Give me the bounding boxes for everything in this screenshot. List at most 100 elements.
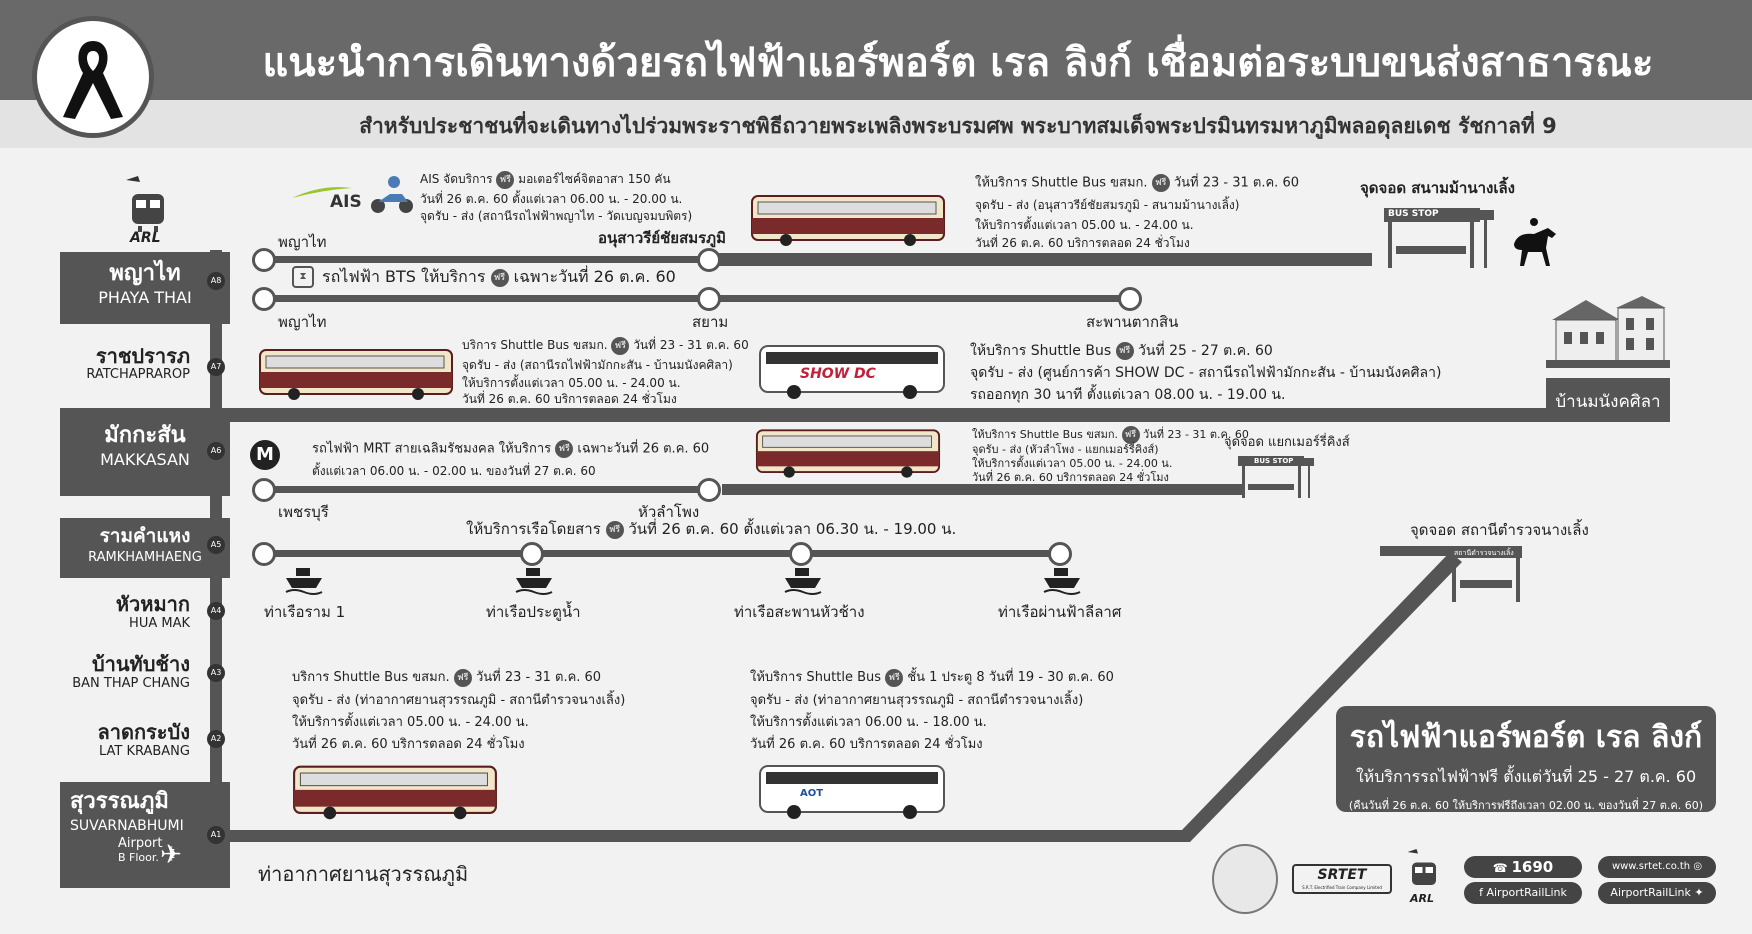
website-pill[interactable]: www.srtet.co.th ◎: [1598, 856, 1716, 878]
shuttle-ratchaprarop-1: บริการ Shuttle Bus ขสมก. ฟรี วันที่ 23 -…: [462, 336, 749, 355]
bmta-bus-makkasan: [755, 428, 941, 484]
node-pier-3: [789, 542, 813, 566]
ais-text-3: จุดรับ - ส่ง (สถานีรถไฟฟ้าพญาไท - วัดเบญ…: [420, 209, 693, 223]
station-ratchaprarop-th: ราชปรารภ: [95, 344, 190, 368]
manangkhasila-label-box: [1546, 378, 1670, 422]
station-banthapchang-en: BAN THAP CHANG: [72, 676, 190, 691]
mrt-logo-icon: M: [250, 440, 280, 470]
label-phayathai: พญาไท: [278, 233, 327, 251]
station-latkrabang-th: ลาดกระบัง: [97, 720, 190, 744]
free-badge: ฟรี: [1151, 174, 1170, 192]
boat-1a: ให้บริการเรือโดยสาร: [466, 520, 601, 538]
shuttle-ratchaprarop-3: ให้บริการตั้งแต่เวลา 05.00 น. - 24.00 น.: [462, 376, 681, 390]
sm-1a: ให้บริการ Shuttle Bus ขสมก.: [972, 428, 1119, 441]
free-badge: ฟรี: [555, 440, 574, 458]
hotline-number: 1690: [1511, 858, 1554, 876]
station-code-a8: A8: [207, 272, 225, 290]
pier-saphan-huachang: ท่าเรือสะพานหัวช้าง: [734, 603, 865, 621]
station-code-a2: A2: [207, 730, 225, 748]
airport-label: ท่าอากาศยานสุวรรณภูมิ: [258, 862, 469, 886]
aot-1a: ให้บริการ Shuttle Bus: [750, 670, 882, 685]
station-floor-label: B Floor.: [118, 851, 159, 864]
station-phayathai[interactable]: พญาไท PHAYA THAI: [60, 252, 230, 324]
boat-icon: [514, 566, 554, 600]
arl-logo-footer-icon: [1404, 846, 1444, 904]
stop-merrykings-label: จุดจอด แยกเมอร์รี่คิงส์: [1224, 435, 1350, 450]
bus-stop-icon: [1450, 546, 1524, 608]
facebook-text: AirportRailLink: [1486, 886, 1567, 899]
header-bar: [0, 0, 1752, 100]
bts-logo-icon: ⧗: [292, 266, 314, 288]
twitter-pill[interactable]: AirportRailLink ✦: [1598, 882, 1716, 904]
shuttle-airport-4: วันที่ 26 ต.ค. 60 บริการตลอด 24 ชั่วโมง: [292, 737, 525, 752]
station-code-a7: A7: [207, 358, 225, 376]
aot-bus: [758, 764, 948, 826]
srtet-logo-text: SRTET: [1317, 867, 1367, 883]
house-icon: [1546, 292, 1670, 372]
boat-icon: [284, 566, 324, 600]
arl-free-info-box: รถไฟฟ้าแอร์พอร์ต เรล ลิงก์ ให้บริการรถไฟ…: [1336, 706, 1716, 812]
arl-box-title: รถไฟฟ้าแอร์พอร์ต เรล ลิงก์: [1349, 720, 1703, 755]
station-name-th: สุวรรณภูมิ: [70, 789, 169, 814]
sr-1a: บริการ Shuttle Bus ขสมก.: [462, 338, 608, 352]
sr-1b: วันที่ 23 - 31 ต.ค. 60: [633, 338, 749, 352]
ais-logo: [292, 184, 364, 218]
free-badge: ฟรี: [1121, 426, 1140, 444]
station-code-a5: A5: [207, 536, 225, 554]
station-makkasan[interactable]: มักกะสัน MAKKASAN: [60, 408, 230, 496]
showdc-text-2: จุดรับ - ส่ง (ศูนย์การค้า SHOW DC - สถาน…: [970, 365, 1442, 381]
sm-1b: วันที่ 23 - 31 ต.ค. 60: [1143, 428, 1249, 441]
station-suvarnabhumi[interactable]: สุวรรณภูมิ SUVARNABHUMI Airport B Floor.: [60, 782, 230, 888]
showdc-1b: วันที่ 25 - 27 ต.ค. 60: [1138, 343, 1273, 359]
bmta-bus-ratchaprarop: [258, 348, 454, 406]
airplane-icon: ✈: [160, 840, 182, 870]
station-ramkhamhaeng[interactable]: รามคำแหง RAMKHAMHAENG: [60, 518, 230, 578]
stop-nangloeng-label: จุดจอด สนามม้านางเลิ้ง: [1360, 179, 1515, 197]
free-badge: ฟรี: [490, 268, 509, 287]
station-latkrabang-en: LAT KRABANG: [98, 744, 190, 759]
node-pier-2: [520, 542, 544, 566]
node-pier-1: [252, 542, 276, 566]
srtet-logo-sub: S.R.T. Electrified Train Company Limited: [1302, 885, 1382, 890]
pier-ram1: ท่าเรือราม 1: [264, 603, 346, 621]
shuttle-makkasan-2: จุดรับ - ส่ง (หัวลำโพง - แยกเมอร์รี่คิงส…: [972, 443, 1159, 456]
shuttle-ratchaprarop-2: จุดรับ - ส่ง (สถานีรถไฟฟ้ามักกะสัน - บ้า…: [462, 358, 733, 372]
shuttle-victory-text-1: ให้บริการ Shuttle Bus ขสมก. ฟรี วันที่ 2…: [975, 174, 1299, 193]
ais-text-1b: มอเตอร์ไซค์จิตอาสา 150 คัน: [518, 172, 671, 186]
free-badge: ฟรี: [885, 668, 904, 687]
shuttle-makkasan-1: ให้บริการ Shuttle Bus ขสมก. ฟรี วันที่ 2…: [972, 426, 1249, 444]
pier-phanfa: ท่าเรือผ่านฟ้าลีลาศ: [998, 603, 1122, 621]
ais-text-1a: AIS จัดบริการ: [420, 172, 493, 186]
facebook-pill[interactable]: f AirportRailLink: [1464, 882, 1582, 904]
boat-1b: วันที่ 26 ต.ค. 60 ตั้งแต่เวลา 06.30 น. -…: [628, 520, 957, 538]
shuttle-victory-1b: วันที่ 23 - 31 ต.ค. 60: [1173, 175, 1299, 191]
station-airport-label: Airport: [118, 836, 163, 851]
mrt-text-2: ตั้งแต่เวลา 06.00 น. - 02.00 น. ของวันที…: [312, 464, 596, 478]
aot-shuttle-3: ให้บริการตั้งแต่เวลา 06.00 น. - 18.00 น.: [750, 715, 987, 730]
sa-1a: บริการ Shuttle Bus ขสมก.: [292, 670, 450, 685]
free-badge: ฟรี: [605, 520, 624, 539]
node-phayathai: [252, 248, 276, 272]
mourning-ribbon-icon: [32, 16, 154, 138]
boat-icon: [783, 566, 823, 600]
bmta-bus-victory: [750, 194, 946, 252]
node-mrt-hualamphong: [697, 478, 721, 502]
stop-police-label: จุดจอด สถานีตำรวจนางเลิ้ง: [1410, 521, 1589, 539]
facebook-icon: f: [1479, 886, 1487, 899]
station-huamak-en: HUA MAK: [129, 616, 190, 631]
bts-label-siam: สยาม: [692, 313, 729, 331]
station-ratchaprarop-en: RATCHAPRAROP: [86, 367, 190, 382]
arl-box-line: ให้บริการรถไฟฟ้าฟรี ตั้งแต่วันที่ 25 - 2…: [1355, 767, 1697, 786]
shuttle-makkasan-4: วันที่ 26 ต.ค. 60 บริการตลอด 24 ชั่วโมง: [972, 471, 1169, 484]
aot-1b: ชั้น 1 ประตู 8 วันที่ 19 - 30 ต.ค. 60: [907, 670, 1114, 685]
motorcycle-icon: [368, 172, 416, 220]
arl-logo-text: ARL: [130, 230, 161, 246]
arl-logo-footer-text: ARL: [1410, 892, 1434, 905]
station-name-en: MAKKASAN: [100, 450, 190, 469]
shuttle-victory-text-4: วันที่ 26 ต.ค. 60 บริการตลอด 24 ชั่วโมง: [975, 236, 1190, 250]
sa-1b: วันที่ 23 - 31 ต.ค. 60: [475, 670, 602, 685]
free-badge: ฟรี: [1115, 342, 1134, 360]
arl-box-note: (คืนวันที่ 26 ต.ค. 60 ให้บริการฟรีถึงเวล…: [1348, 799, 1704, 812]
hotline-pill[interactable]: ☎ 1690: [1464, 856, 1582, 878]
ais-brand: AIS: [330, 192, 362, 212]
